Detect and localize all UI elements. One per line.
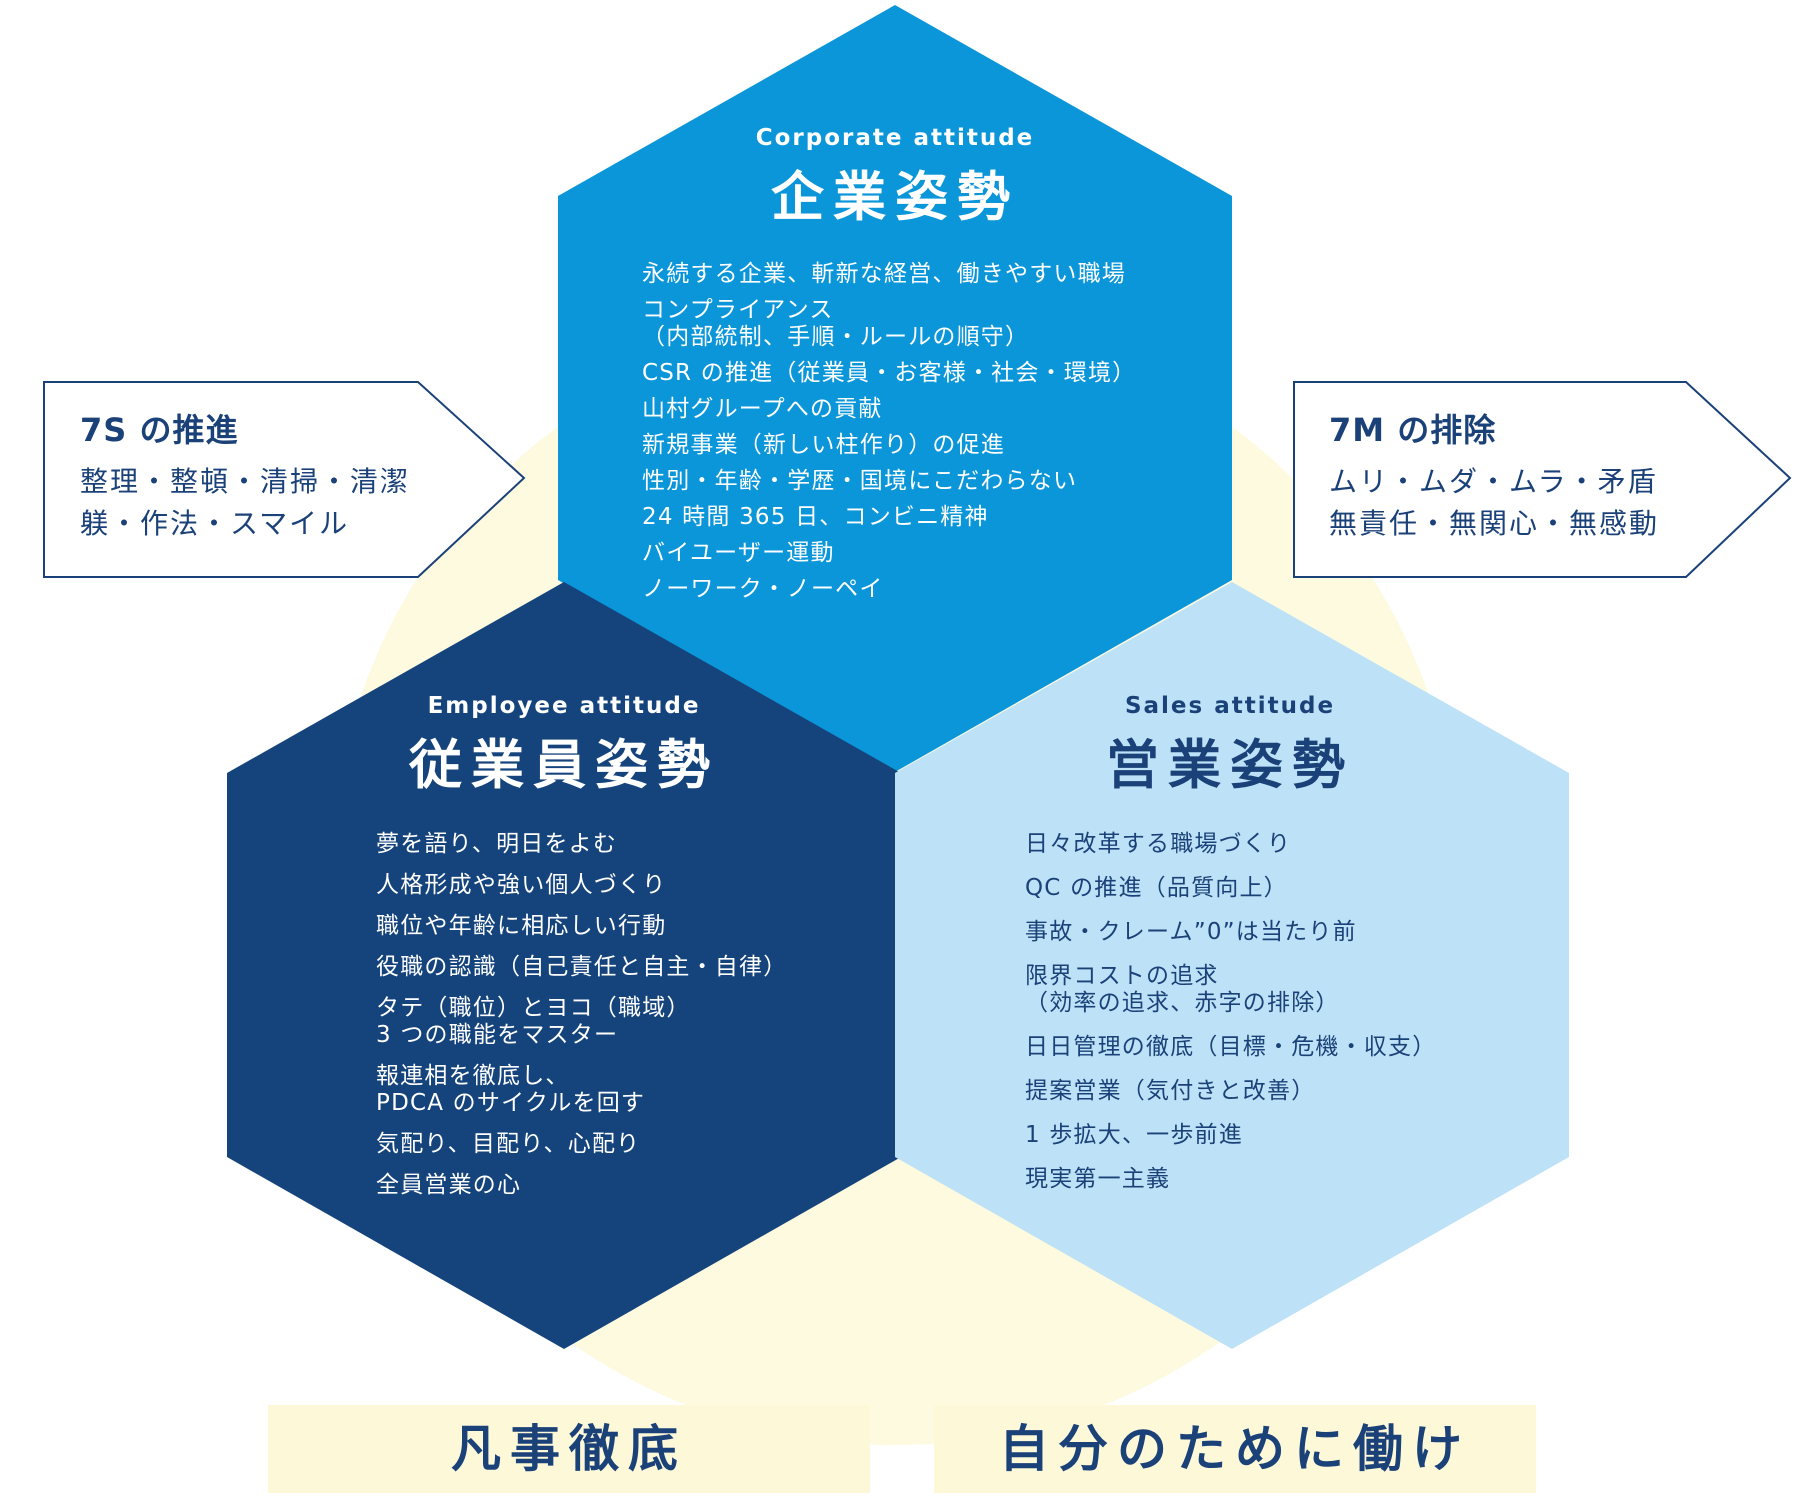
list-item: コンプライアンス（内部統制、手順・ルールの順守） xyxy=(642,297,1030,350)
arrow-left-shape xyxy=(43,381,526,578)
arrow-right-line: ムリ・ムダ・ムラ・矛盾 xyxy=(1329,465,1658,498)
list-item: 山村グループへの貢献 xyxy=(642,396,883,422)
arrow-right-shape xyxy=(1293,381,1792,578)
list-item: 事故・クレーム”0”は当たり前 xyxy=(1025,919,1357,945)
list-item: 1 歩拡大、一歩前進 xyxy=(1025,1122,1243,1148)
list-item: 日々改革する職場づくり xyxy=(1025,831,1292,857)
employee-title: 従業員姿勢 xyxy=(409,735,719,796)
list-item: 役職の認識（自己責任と自主・自律） xyxy=(376,954,788,980)
sales-items: 日々改革する職場づくり QC の推進（品質向上） 事故・クレーム”0”は当たり前限界… xyxy=(1025,831,1560,1193)
employee-hexagon xyxy=(227,582,901,1349)
corporate-attitude: Corporate attitude 企業姿勢 永続する企業、斬新な経営、働きや… xyxy=(570,125,1330,612)
list-item: CSR の推進（従業員・お客様・社会・環境） xyxy=(642,360,1137,386)
list-item: 人格形成や強い個人づくり xyxy=(376,872,667,898)
corporate-hexagon xyxy=(558,5,1232,772)
sales-hexagon xyxy=(895,582,1569,1349)
corporate-title: 企業姿勢 xyxy=(771,167,1019,228)
list-item: 提案営業（気付きと改善） xyxy=(1025,1078,1316,1104)
list-item: 24 時間 365 日、コンビニ精神 xyxy=(642,504,989,530)
list-item: 限界コストの追求（効率の追求、赤字の排除） xyxy=(1025,963,1340,1016)
list-item: 職位や年齢に相応しい行動 xyxy=(376,913,667,939)
list-item: タテ（職位）とヨコ（職域）3 つの職能をマスター xyxy=(376,995,691,1048)
list-item: 夢を語り、明日をよむ xyxy=(376,831,618,857)
list-item: 全員営業の心 xyxy=(376,1172,522,1198)
sales-attitude: Sales attitude 営業姿勢 日々改革する職場づくり QC の推進（品質… xyxy=(900,693,1560,1210)
arrow-right-line: 無責任・無関心・無感動 xyxy=(1329,507,1660,540)
motto-left: 凡事徹底 xyxy=(268,1405,870,1493)
arrow-right-title: 7M の排除 xyxy=(1329,411,1497,449)
arrow-left-7s: 7S の推進 整理・整頓・清掃・清潔 躾・作法・スマイル xyxy=(80,405,410,545)
motto-right: 自分のために働け xyxy=(934,1405,1536,1493)
arrow-left-line: 躾・作法・スマイル xyxy=(80,507,350,540)
list-item: 現実第一主義 xyxy=(1025,1166,1171,1192)
list-item: 気配り、目配り、心配り xyxy=(376,1131,641,1157)
corporate-en-label: Corporate attitude xyxy=(755,125,1035,151)
list-item: 性別・年齢・学歴・国境にこだわらない xyxy=(642,468,1078,494)
list-item: 日日管理の徹底（目標・危機・収支） xyxy=(1025,1034,1437,1060)
list-item: 永続する企業、斬新な経営、働きやすい職場 xyxy=(642,261,1126,287)
corporate-items: 永続する企業、斬新な経営、働きやすい職場コンプライアンス（内部統制、手順・ルール… xyxy=(642,261,1330,603)
sales-title: 営業姿勢 xyxy=(1106,735,1354,796)
list-item: 新規事業（新しい柱作り）の促進 xyxy=(642,432,1005,458)
list-item: 報連相を徹底し、PDCA のサイクルを回す xyxy=(376,1063,646,1116)
arrow-left-title: 7S の推進 xyxy=(80,411,239,449)
arrow-right-7m: 7M の排除 ムリ・ムダ・ムラ・矛盾 無責任・無関心・無感動 xyxy=(1329,405,1659,545)
list-item: バイユーザー運動 xyxy=(642,540,835,566)
employee-items: 夢を語り、明日をよむ人格形成や強い個人づくり職位や年齢に相応しい行動役職の認識（… xyxy=(376,831,875,1199)
sales-en-label: Sales attitude xyxy=(1124,693,1336,719)
list-item: QC の推進（品質向上） xyxy=(1025,875,1288,901)
list-item: ノーワーク・ノーペイ xyxy=(642,576,884,602)
employee-en-label: Employee attitude xyxy=(427,693,701,719)
employee-attitude: Employee attitude 従業員姿勢 夢を語り、明日をよむ人格形成や強… xyxy=(235,693,875,1213)
arrow-left-line: 整理・整頓・清掃・清潔 xyxy=(80,465,411,498)
